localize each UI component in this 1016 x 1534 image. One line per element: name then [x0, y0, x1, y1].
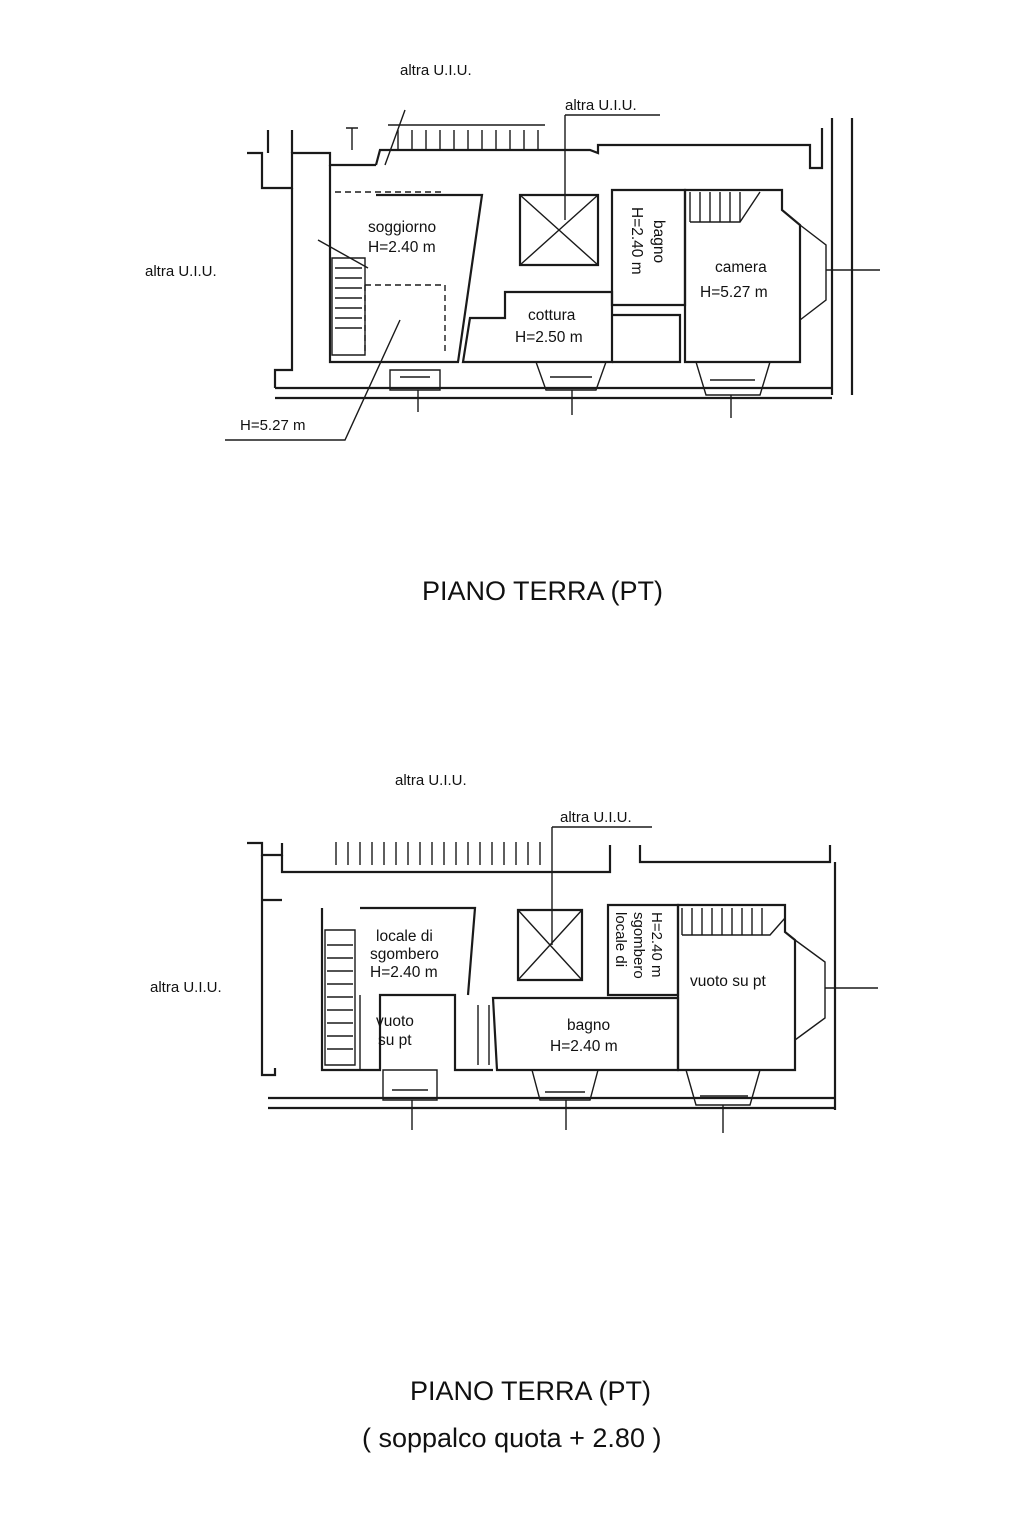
- room-storage-left-height: H=2.40 m: [370, 964, 438, 981]
- room-cottura-label: cottura: [528, 307, 576, 324]
- room-bagno2-label: bagno: [567, 1017, 610, 1034]
- room-void-right-label: vuoto su pt: [690, 973, 767, 990]
- room-camera-label: camera: [715, 259, 767, 276]
- room-storage-left-line2: sgombero: [370, 946, 439, 963]
- room-cottura-height: H=2.50 m: [515, 329, 583, 346]
- room-storage-left-line1: locale di: [376, 928, 433, 945]
- height-callout: H=5.27 m: [240, 417, 305, 434]
- room-bagno-height: H=2.40 m: [628, 207, 645, 275]
- plan2-other-unit-top: altra U.I.U.: [395, 772, 467, 789]
- room-storage-right-line1: locale di: [612, 912, 629, 967]
- room-storage-right-height: H=2.40 m: [648, 912, 665, 977]
- room-bagno2-height: H=2.40 m: [550, 1038, 618, 1055]
- room-bagno-label: bagno: [650, 220, 667, 263]
- room-camera-height: H=5.27 m: [700, 284, 768, 301]
- room-soggiorno-height: H=2.40 m: [368, 239, 436, 256]
- mezzanine-floor-plan: [247, 826, 878, 1133]
- plan1-title: PIANO TERRA (PT): [422, 576, 663, 606]
- plan2-title: PIANO TERRA (PT): [410, 1376, 651, 1406]
- room-storage-right-line2: sgombero: [630, 912, 647, 979]
- room-void-left-line1: vuoto: [376, 1013, 414, 1030]
- plan1-other-unit-left: altra U.I.U.: [145, 263, 217, 280]
- plan1-other-unit-center: altra U.I.U.: [565, 97, 637, 114]
- plan2-other-unit-center: altra U.I.U.: [560, 809, 632, 826]
- plan1-other-unit-top: altra U.I.U.: [400, 62, 472, 79]
- room-void-left-line2: su pt: [378, 1032, 412, 1049]
- plan2-other-unit-left: altra U.I.U.: [150, 979, 222, 996]
- room-soggiorno-label: soggiorno: [368, 219, 436, 236]
- plan2-subtitle: ( soppalco quota + 2.80 ): [362, 1423, 661, 1453]
- ground-floor-plan: [225, 109, 880, 441]
